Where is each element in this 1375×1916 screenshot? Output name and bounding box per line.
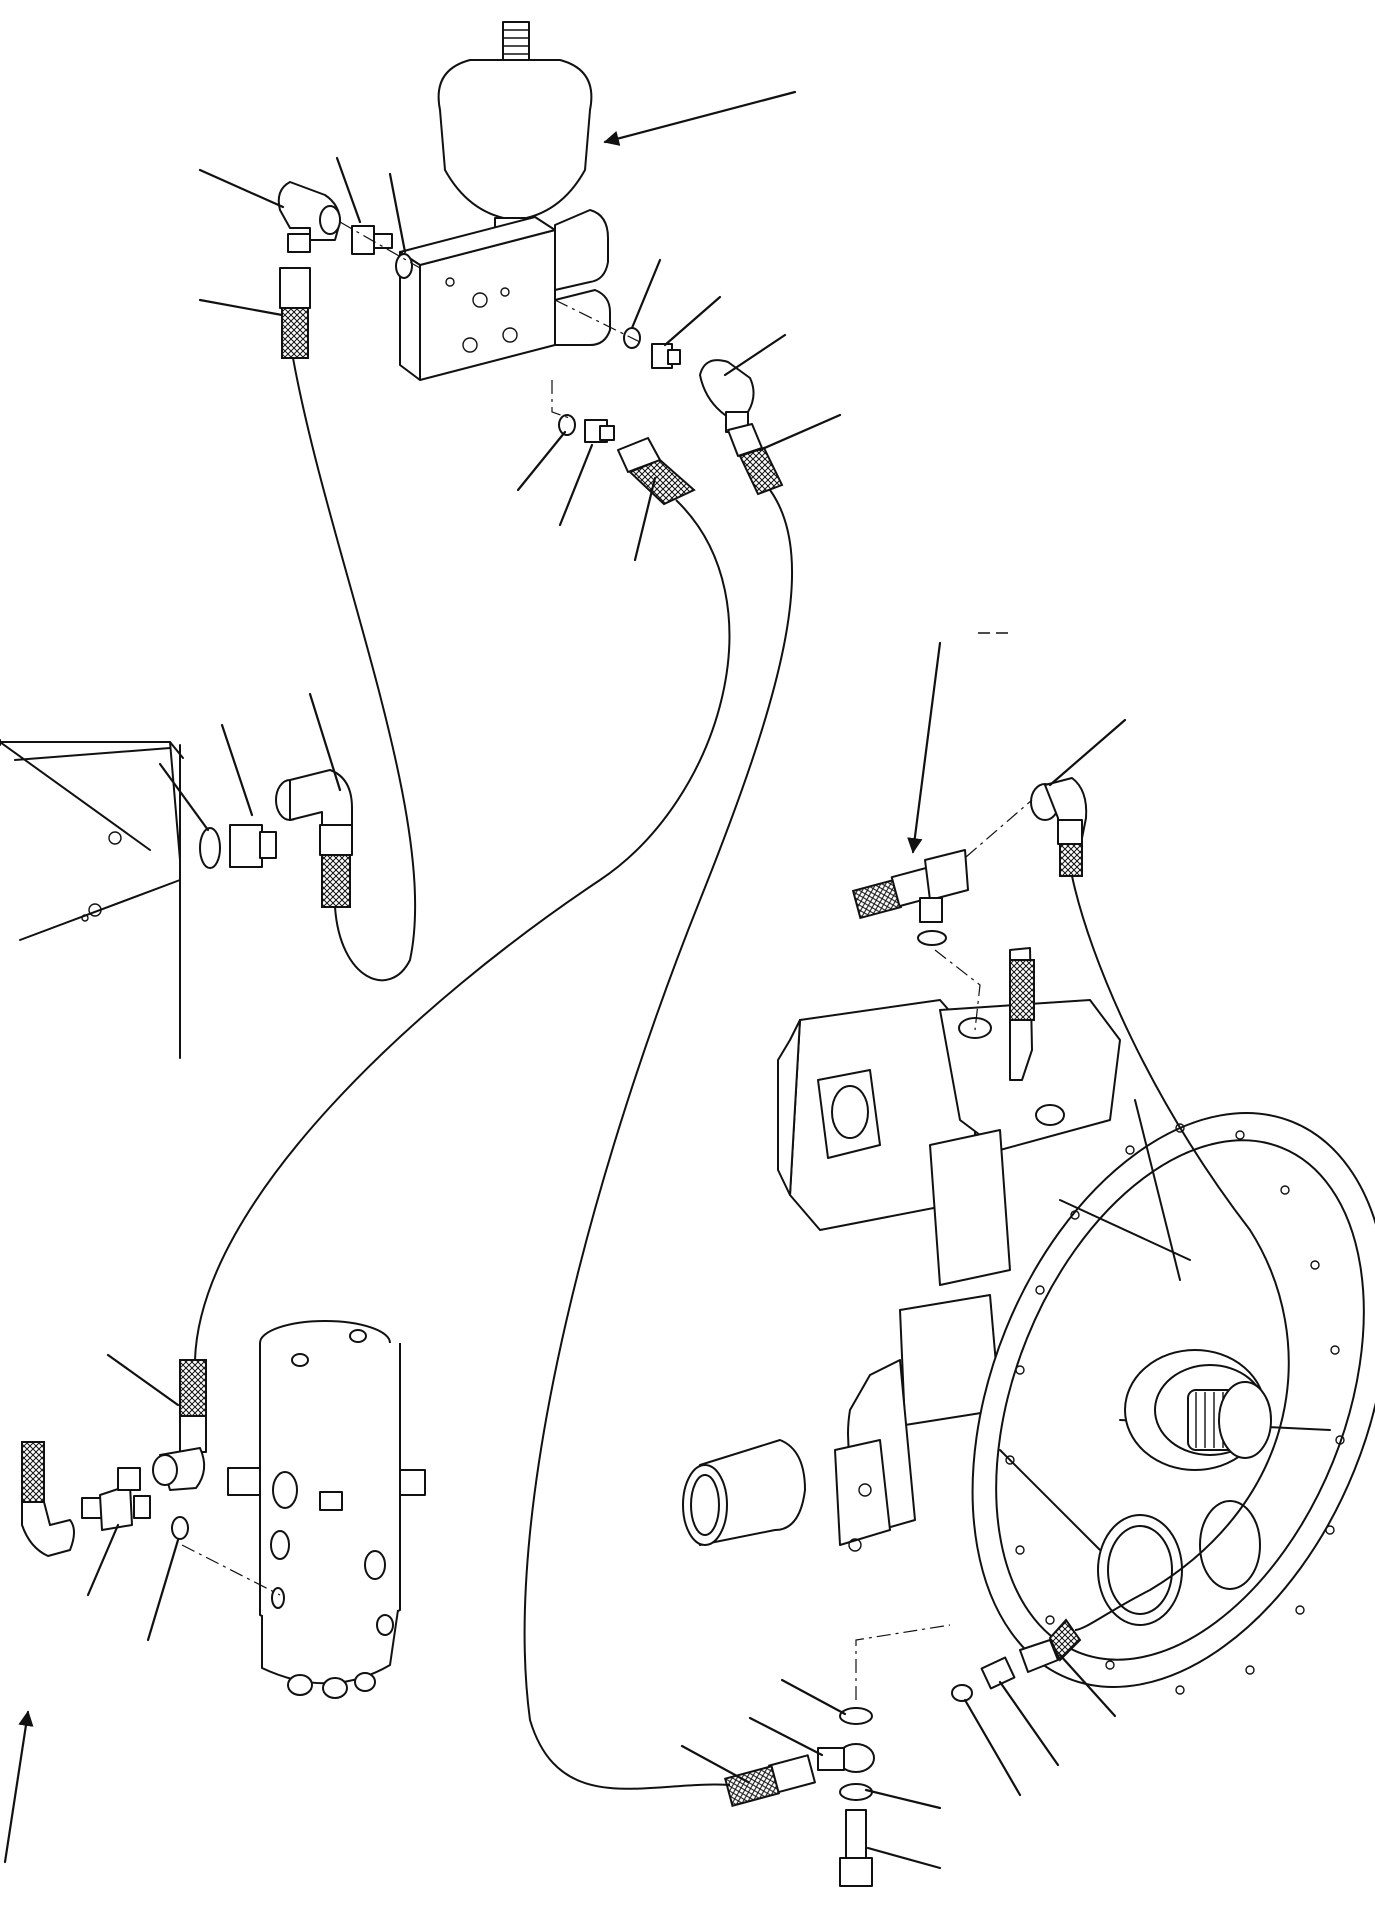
- callout-line: [308, 692, 342, 792]
- hose-end-swivel: [179, 1359, 207, 1453]
- centerline: [551, 380, 576, 421]
- hose-block-swivel: [194, 499, 731, 1361]
- callout-line: [158, 762, 210, 832]
- centerline: [965, 799, 1033, 858]
- callout-line: [106, 1353, 180, 1407]
- tee-fitting-swivel: [81, 1467, 151, 1531]
- o-ring-pump: [917, 930, 947, 946]
- swivel-joint: [227, 1320, 426, 1699]
- elbow-fitting-pump-top: [1030, 777, 1088, 877]
- hose-pump-loop: [1071, 875, 1290, 1631]
- hose-accumulator-tank: [292, 357, 417, 982]
- elbow-fitting-tank: [275, 769, 353, 908]
- callout-line: [748, 1716, 824, 1757]
- hose-block-banjo: [523, 489, 794, 1790]
- callout-line: [866, 1846, 942, 1870]
- callout-line: [516, 430, 567, 492]
- hose-end-banjo: [723, 1754, 816, 1807]
- centerline: [339, 221, 421, 269]
- pump-mounting-flange: [971, 1099, 1375, 1695]
- hose-end-left: [21, 1441, 75, 1557]
- hydraulic-tank: [0, 739, 184, 1059]
- centerline: [934, 949, 981, 1031]
- hose-end-pump-bottom: [1019, 1618, 1082, 1673]
- adapter-top: [351, 225, 393, 255]
- callout-line: [198, 298, 284, 317]
- callout-line: [86, 1523, 120, 1597]
- callout-line: [558, 443, 594, 527]
- callout-arrow: [603, 90, 797, 146]
- adapter-tank: [229, 824, 277, 868]
- callout-line: [758, 413, 842, 452]
- callout-line: [630, 258, 662, 330]
- callout-line: [388, 172, 407, 254]
- o-ring-tank: [199, 827, 221, 869]
- callout-leaders: [3, 90, 1127, 1870]
- callout-arrow: [907, 641, 942, 854]
- adapter-pump-bottom: [980, 1656, 1016, 1690]
- centerline: [855, 1624, 951, 1700]
- accumulator: [437, 21, 593, 241]
- callout-line: [1048, 718, 1127, 787]
- callout-line: [220, 723, 254, 817]
- elbow-fitting-right: [699, 359, 755, 433]
- washer-top: [839, 1707, 873, 1725]
- callout-arrow: [3, 1710, 34, 1864]
- banjo-fitting: [817, 1743, 875, 1773]
- callout-line: [780, 1678, 847, 1716]
- callout-line: [723, 333, 787, 377]
- callout-line: [680, 1744, 750, 1784]
- callout-line: [1058, 1653, 1117, 1718]
- o-ring-pump-bottom: [951, 1684, 973, 1702]
- callout-line: [998, 1680, 1060, 1767]
- callout-line: [663, 295, 722, 347]
- hose-end-right: [727, 423, 784, 496]
- callout-line: [633, 476, 657, 562]
- valve-block: [399, 209, 611, 381]
- callout-line: [146, 1538, 180, 1642]
- o-ring-swivel: [171, 1516, 189, 1540]
- o-ring-bottom: [558, 414, 576, 436]
- washer-bottom: [839, 1783, 873, 1801]
- adapter-bottom: [584, 419, 615, 443]
- banjo-bolt: [839, 1809, 873, 1887]
- hose-end-bottom: [617, 437, 696, 506]
- elbow-fitting-top-left: [277, 181, 341, 253]
- elbow-fitting-swivel: [152, 1447, 206, 1491]
- centerline: [181, 1544, 281, 1596]
- centerline: [554, 299, 641, 343]
- adapter-right: [651, 343, 681, 369]
- callout-line: [335, 156, 362, 224]
- hose-end-top-left: [279, 267, 311, 359]
- callout-line: [198, 168, 285, 209]
- hydraulic-pump: [682, 947, 1121, 1552]
- tee-fitting-pump: [851, 849, 969, 923]
- callout-line: [963, 1698, 1022, 1797]
- callout-line: [864, 1788, 942, 1810]
- o-ring-top: [395, 253, 413, 279]
